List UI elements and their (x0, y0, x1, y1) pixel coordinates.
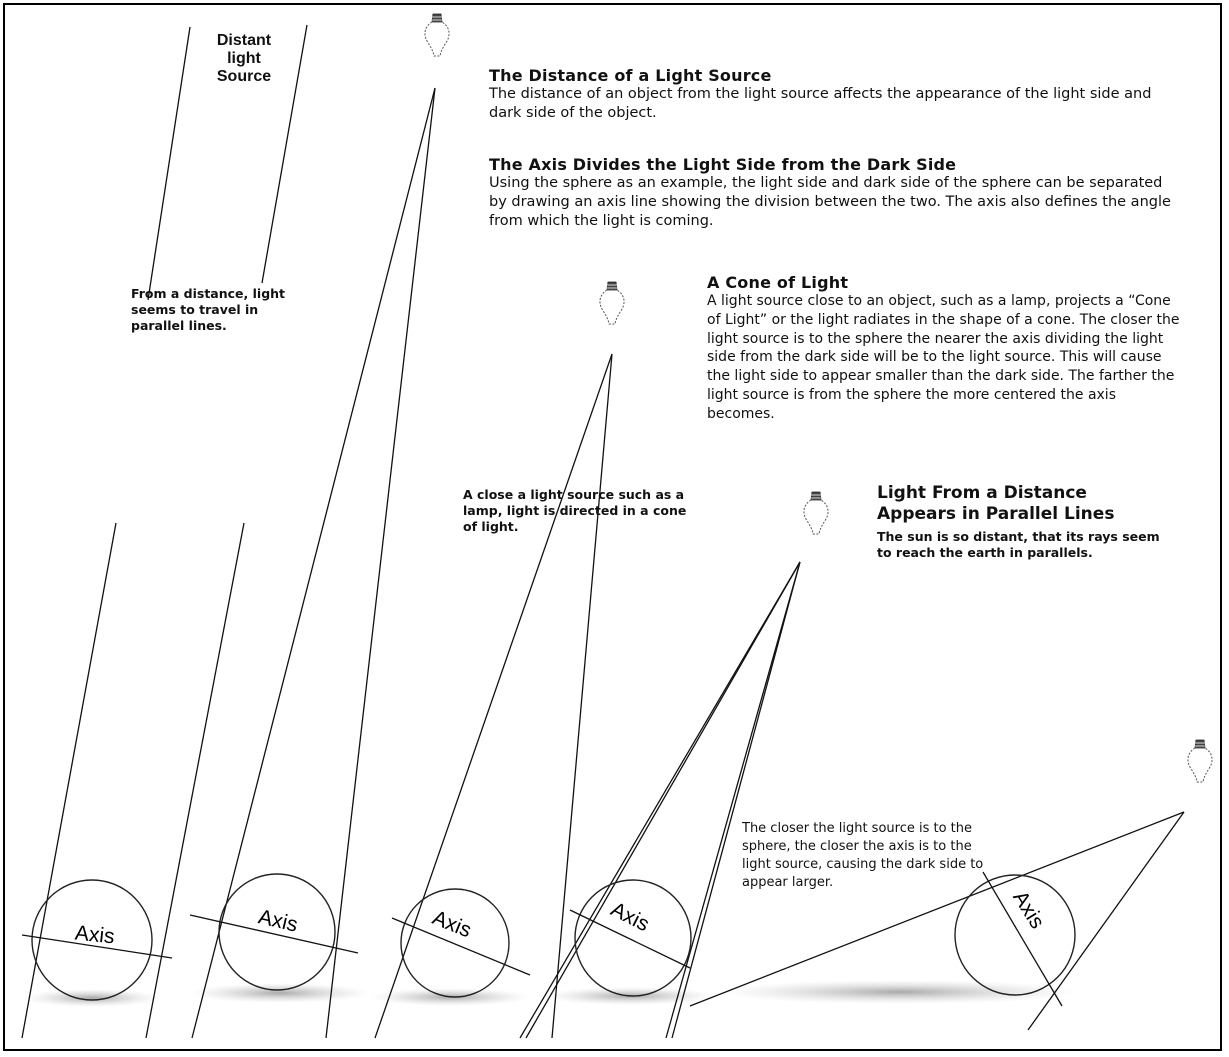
section-parallel-title-line1: Light From a Distance (877, 483, 1197, 504)
section-axis-body: Using the sphere as an example, the ligh… (489, 174, 1179, 231)
section-parallel-lines: Light From a Distance Appears in Paralle… (877, 483, 1197, 561)
section-parallel-body: The sun is so distant, that its rays see… (877, 529, 1177, 561)
lightbulb-icon (804, 492, 828, 534)
lightbulb-icon (600, 282, 624, 324)
section-parallel-title-line2: Appears in Parallel Lines (877, 504, 1197, 525)
section-distance-title: The Distance of a Light Source (489, 66, 1179, 85)
section-axis-title: The Axis Divides the Light Side from the… (489, 155, 1179, 174)
note-lamp: A close a light source such as a lamp, l… (463, 487, 703, 535)
axis-label-4: Axis (607, 898, 653, 937)
cone-rays-lamp-3 (520, 562, 800, 1038)
distant-label-line: Source (198, 68, 290, 86)
section-distance-body: The distance of an object from the light… (489, 85, 1179, 123)
distant-light-source-label: Distant light Source (198, 32, 290, 86)
cone-rays-lamp-2 (375, 354, 612, 1038)
cone-rays-lamp-1 (192, 88, 435, 1038)
section-cone-title: A Cone of Light (707, 273, 1185, 292)
distant-label-line: light (198, 50, 290, 68)
section-cone-of-light: A Cone of Light A light source close to … (707, 273, 1185, 424)
section-axis: The Axis Divides the Light Side from the… (489, 155, 1179, 231)
note-distance: From a distance, light seems to travel i… (131, 286, 311, 334)
axis-label-3: Axis (429, 906, 474, 942)
note-closer: The closer the light source is to the sp… (742, 820, 987, 892)
section-distance: The Distance of a Light Source The dista… (489, 66, 1179, 123)
lightbulb-icon (1188, 740, 1212, 782)
axis-label-1: Axis (74, 921, 116, 948)
lightbulb-icon (425, 14, 449, 56)
section-cone-body: A light source close to an object, such … (707, 292, 1185, 424)
distant-label-line: Distant (198, 32, 290, 50)
